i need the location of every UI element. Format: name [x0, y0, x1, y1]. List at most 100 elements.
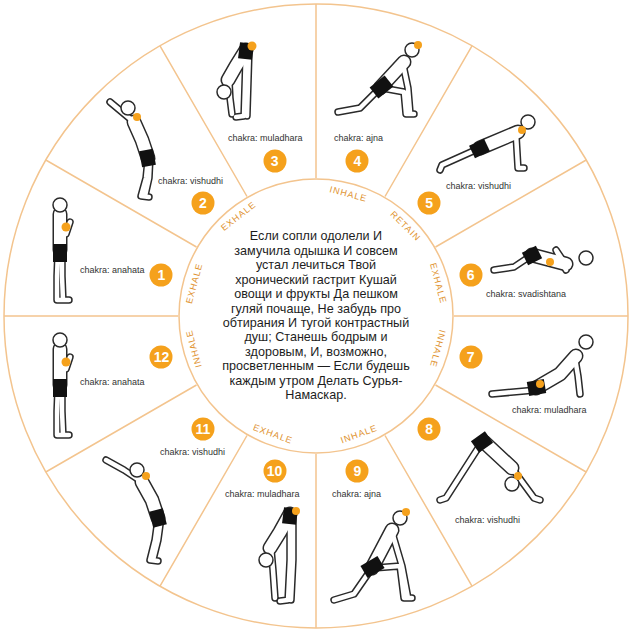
step-number: 10 [267, 464, 283, 478]
chakra-dot [414, 41, 422, 49]
step-badge: 5 [417, 191, 441, 215]
step-number: 7 [467, 350, 475, 364]
badge-shape [346, 150, 369, 173]
chakra-dot [518, 126, 526, 134]
chakra-label: chakra: anahata [80, 377, 145, 388]
figure-body [440, 134, 524, 170]
figure-shorts [289, 508, 291, 524]
figure-outline [229, 50, 249, 117]
pose-figure [217, 42, 257, 118]
figure-shorts [53, 244, 67, 262]
chakra-label: chakra: vishudhi [160, 447, 225, 458]
pose-figure [53, 333, 71, 435]
figure-shorts [53, 379, 67, 397]
pose-figure [110, 101, 150, 197]
figure-head [579, 335, 593, 349]
pose-figure [440, 115, 535, 170]
step-number: 2 [199, 196, 207, 210]
figure-body [229, 50, 249, 117]
chakra-label: chakra: svadishtana [486, 289, 566, 300]
figure-head [579, 251, 593, 265]
pose-figure [259, 507, 300, 601]
figure-head [130, 463, 144, 477]
chakra-label: chakra: ajna [332, 489, 381, 500]
step-badge: 11 [191, 417, 215, 441]
step-number: 9 [354, 464, 362, 478]
figure-shorts [472, 145, 487, 152]
step-number: 11 [195, 422, 210, 436]
outer-circle [4, 4, 628, 628]
chakra-label: chakra: vishudhi [446, 181, 511, 192]
figure-shorts [364, 562, 381, 572]
pose-figure [492, 335, 593, 394]
chakra-dot [62, 223, 71, 232]
badge-shape [150, 263, 173, 286]
step-badge: 7 [459, 345, 483, 369]
figure-shorts [245, 43, 247, 59]
chakra-dot [62, 358, 71, 367]
pose-figure [338, 41, 422, 114]
circle-outline [179, 179, 453, 453]
step-badge: 12 [149, 345, 173, 369]
chakra-dot [536, 380, 544, 388]
step-badge: 10 [263, 459, 287, 483]
step-number: 12 [154, 350, 170, 364]
figure-body [494, 250, 566, 270]
figure-body [492, 358, 580, 394]
badge-shape [263, 459, 286, 482]
figure-outline [110, 102, 150, 197]
figure-body [334, 532, 412, 600]
badge-shape [418, 191, 441, 214]
figure-outline [494, 250, 566, 270]
chakra-dot [546, 258, 554, 266]
figure-shorts [525, 252, 539, 259]
chakra-label: chakra: muladhara [225, 489, 300, 500]
step-badge: 6 [459, 263, 483, 287]
step-badge: 4 [345, 149, 369, 173]
figure-body [338, 64, 414, 114]
chakra-label: chakra: muladhara [512, 405, 587, 416]
pose-figure [334, 508, 412, 600]
chakra-label: chakra: ajna [334, 133, 383, 144]
step-number: 5 [425, 196, 433, 210]
figure-body [57, 218, 70, 300]
pose-figure [53, 198, 71, 300]
figure-outline [271, 514, 293, 601]
step-badge: 9 [345, 459, 369, 483]
figure-outline [338, 64, 414, 114]
chakra-label: chakra: vishudhi [455, 515, 520, 526]
badge-shape [191, 191, 214, 214]
step-badge: 8 [417, 417, 441, 441]
chakra-label: chakra: muladhara [228, 133, 303, 144]
badge-shape [418, 418, 441, 441]
step-number: 6 [467, 268, 475, 282]
chakra-label: chakra: vishudhi [158, 176, 223, 187]
sector-dividers [4, 4, 628, 628]
figure-body [440, 442, 540, 500]
figure-outline [334, 532, 412, 600]
badge-shape [459, 346, 482, 369]
step-number: 8 [425, 422, 433, 436]
step-number: 4 [354, 154, 362, 168]
chakra-label: chakra: anahata [80, 265, 145, 276]
figure-head [259, 553, 273, 567]
chakra-dot [133, 113, 141, 121]
figure-head [53, 333, 67, 347]
badge-shape [150, 346, 173, 369]
figure-body [106, 460, 161, 561]
figure-body [271, 514, 293, 601]
step-badge: 2 [191, 191, 215, 215]
figure-shorts [475, 437, 489, 447]
figure-body [110, 102, 150, 197]
badge-shape [191, 418, 214, 441]
chakra-dot [142, 472, 150, 480]
pose-figure [494, 250, 593, 270]
badge-shape [263, 150, 286, 173]
chakra-dot [402, 508, 410, 516]
chakra-dot [514, 472, 522, 480]
figure-head [217, 85, 231, 99]
chakra-dot [292, 507, 300, 515]
badge-shape [459, 263, 482, 286]
figure-shorts [156, 510, 160, 526]
step-number: 1 [158, 268, 166, 282]
